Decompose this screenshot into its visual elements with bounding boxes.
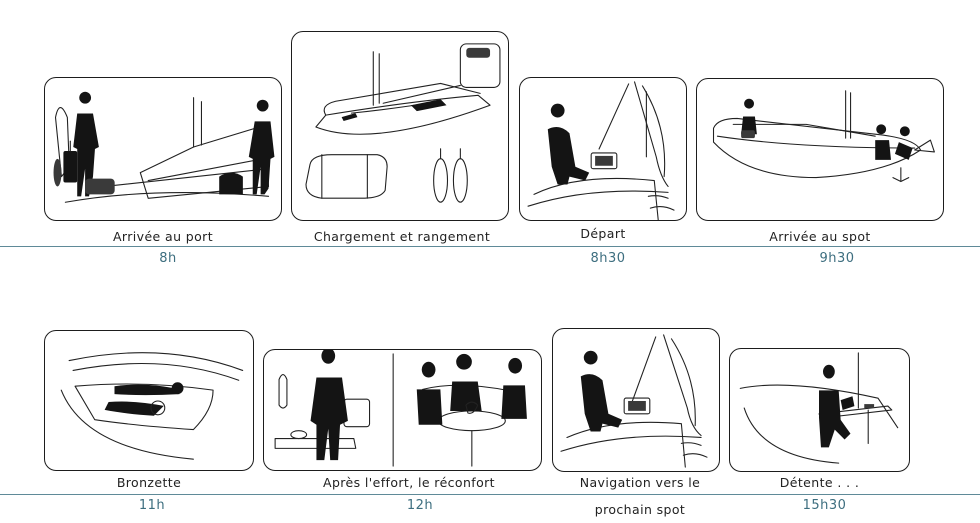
caption-sunbathing: Bronzette	[116, 475, 182, 490]
panel-departure	[519, 77, 687, 221]
time-departure: 8h30	[590, 251, 626, 266]
time-spot-arrival: 9h30	[819, 251, 855, 266]
relaxation-illustration	[739, 352, 899, 464]
lunch-illustration	[274, 350, 527, 467]
caption-spot-arrival: Arrivée au spot	[769, 229, 871, 244]
time-port-arrival: 8h	[159, 251, 177, 266]
loading-illustration	[305, 43, 501, 203]
caption-lunch: Après l'effort, le réconfort	[323, 475, 495, 490]
departure-illustration	[527, 81, 675, 220]
panel-lunch	[263, 349, 542, 471]
caption-relaxation: Détente . . .	[779, 475, 860, 490]
panel-spot-arrival	[696, 78, 944, 221]
caption-loading: Chargement et rangement	[313, 229, 491, 244]
time-lunch: 12h	[406, 498, 434, 513]
time-sunbathing: 11h	[138, 498, 166, 513]
spot-arrival-illustration	[712, 90, 935, 183]
panel-sunbathing	[44, 330, 254, 471]
sunbathing-illustration	[60, 352, 244, 460]
port-arrival-illustration	[53, 91, 275, 203]
caption-port-arrival: Arrivée au port	[112, 229, 213, 244]
navigation-illustration	[560, 334, 708, 468]
panel-navigation	[552, 328, 720, 472]
timeline-row1	[0, 246, 980, 247]
caption-departure: Départ	[580, 226, 626, 241]
panel-loading	[291, 31, 509, 221]
time-relaxation: 15h30	[802, 498, 847, 513]
panel-relaxation	[729, 348, 910, 472]
timeline-row2	[0, 494, 980, 495]
caption-navigation: Navigation vers le prochain spot	[579, 475, 701, 517]
panel-port-arrival	[44, 77, 282, 221]
